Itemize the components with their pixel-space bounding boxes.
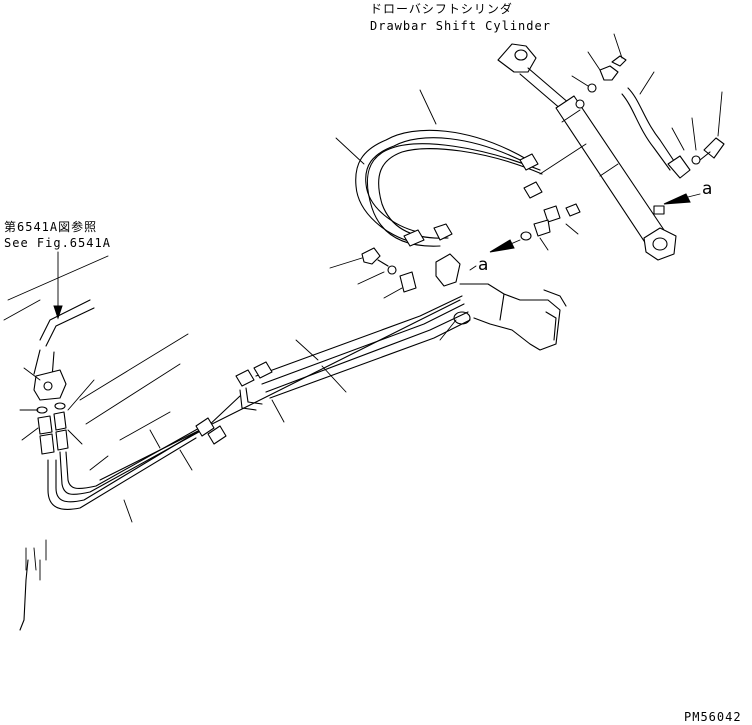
left-valve-block [3,251,109,455]
reference-label-jp: 第6541A図参照 [4,219,97,234]
view-a-label-right: a [702,179,712,199]
drawing-number: PM56042 [684,710,742,724]
view-arrows [469,193,701,271]
cylinder-fittings [539,33,725,179]
cylinder-label-jp: ドローバシフトシリンダ [370,1,513,16]
center-fittings [329,203,581,299]
drawbar-frame [19,283,567,631]
lower-hoses [47,395,241,523]
view-a-label-center: a [478,255,488,275]
cylinder-hoses [335,89,543,247]
rigid-pipes [235,295,471,423]
reference-label-en: See Fig.6541A [4,236,111,250]
drawbar-shift-cylinder [497,43,677,261]
frame-outline-left [79,333,189,471]
cylinder-label-en: Drawbar Shift Cylinder [370,19,551,33]
